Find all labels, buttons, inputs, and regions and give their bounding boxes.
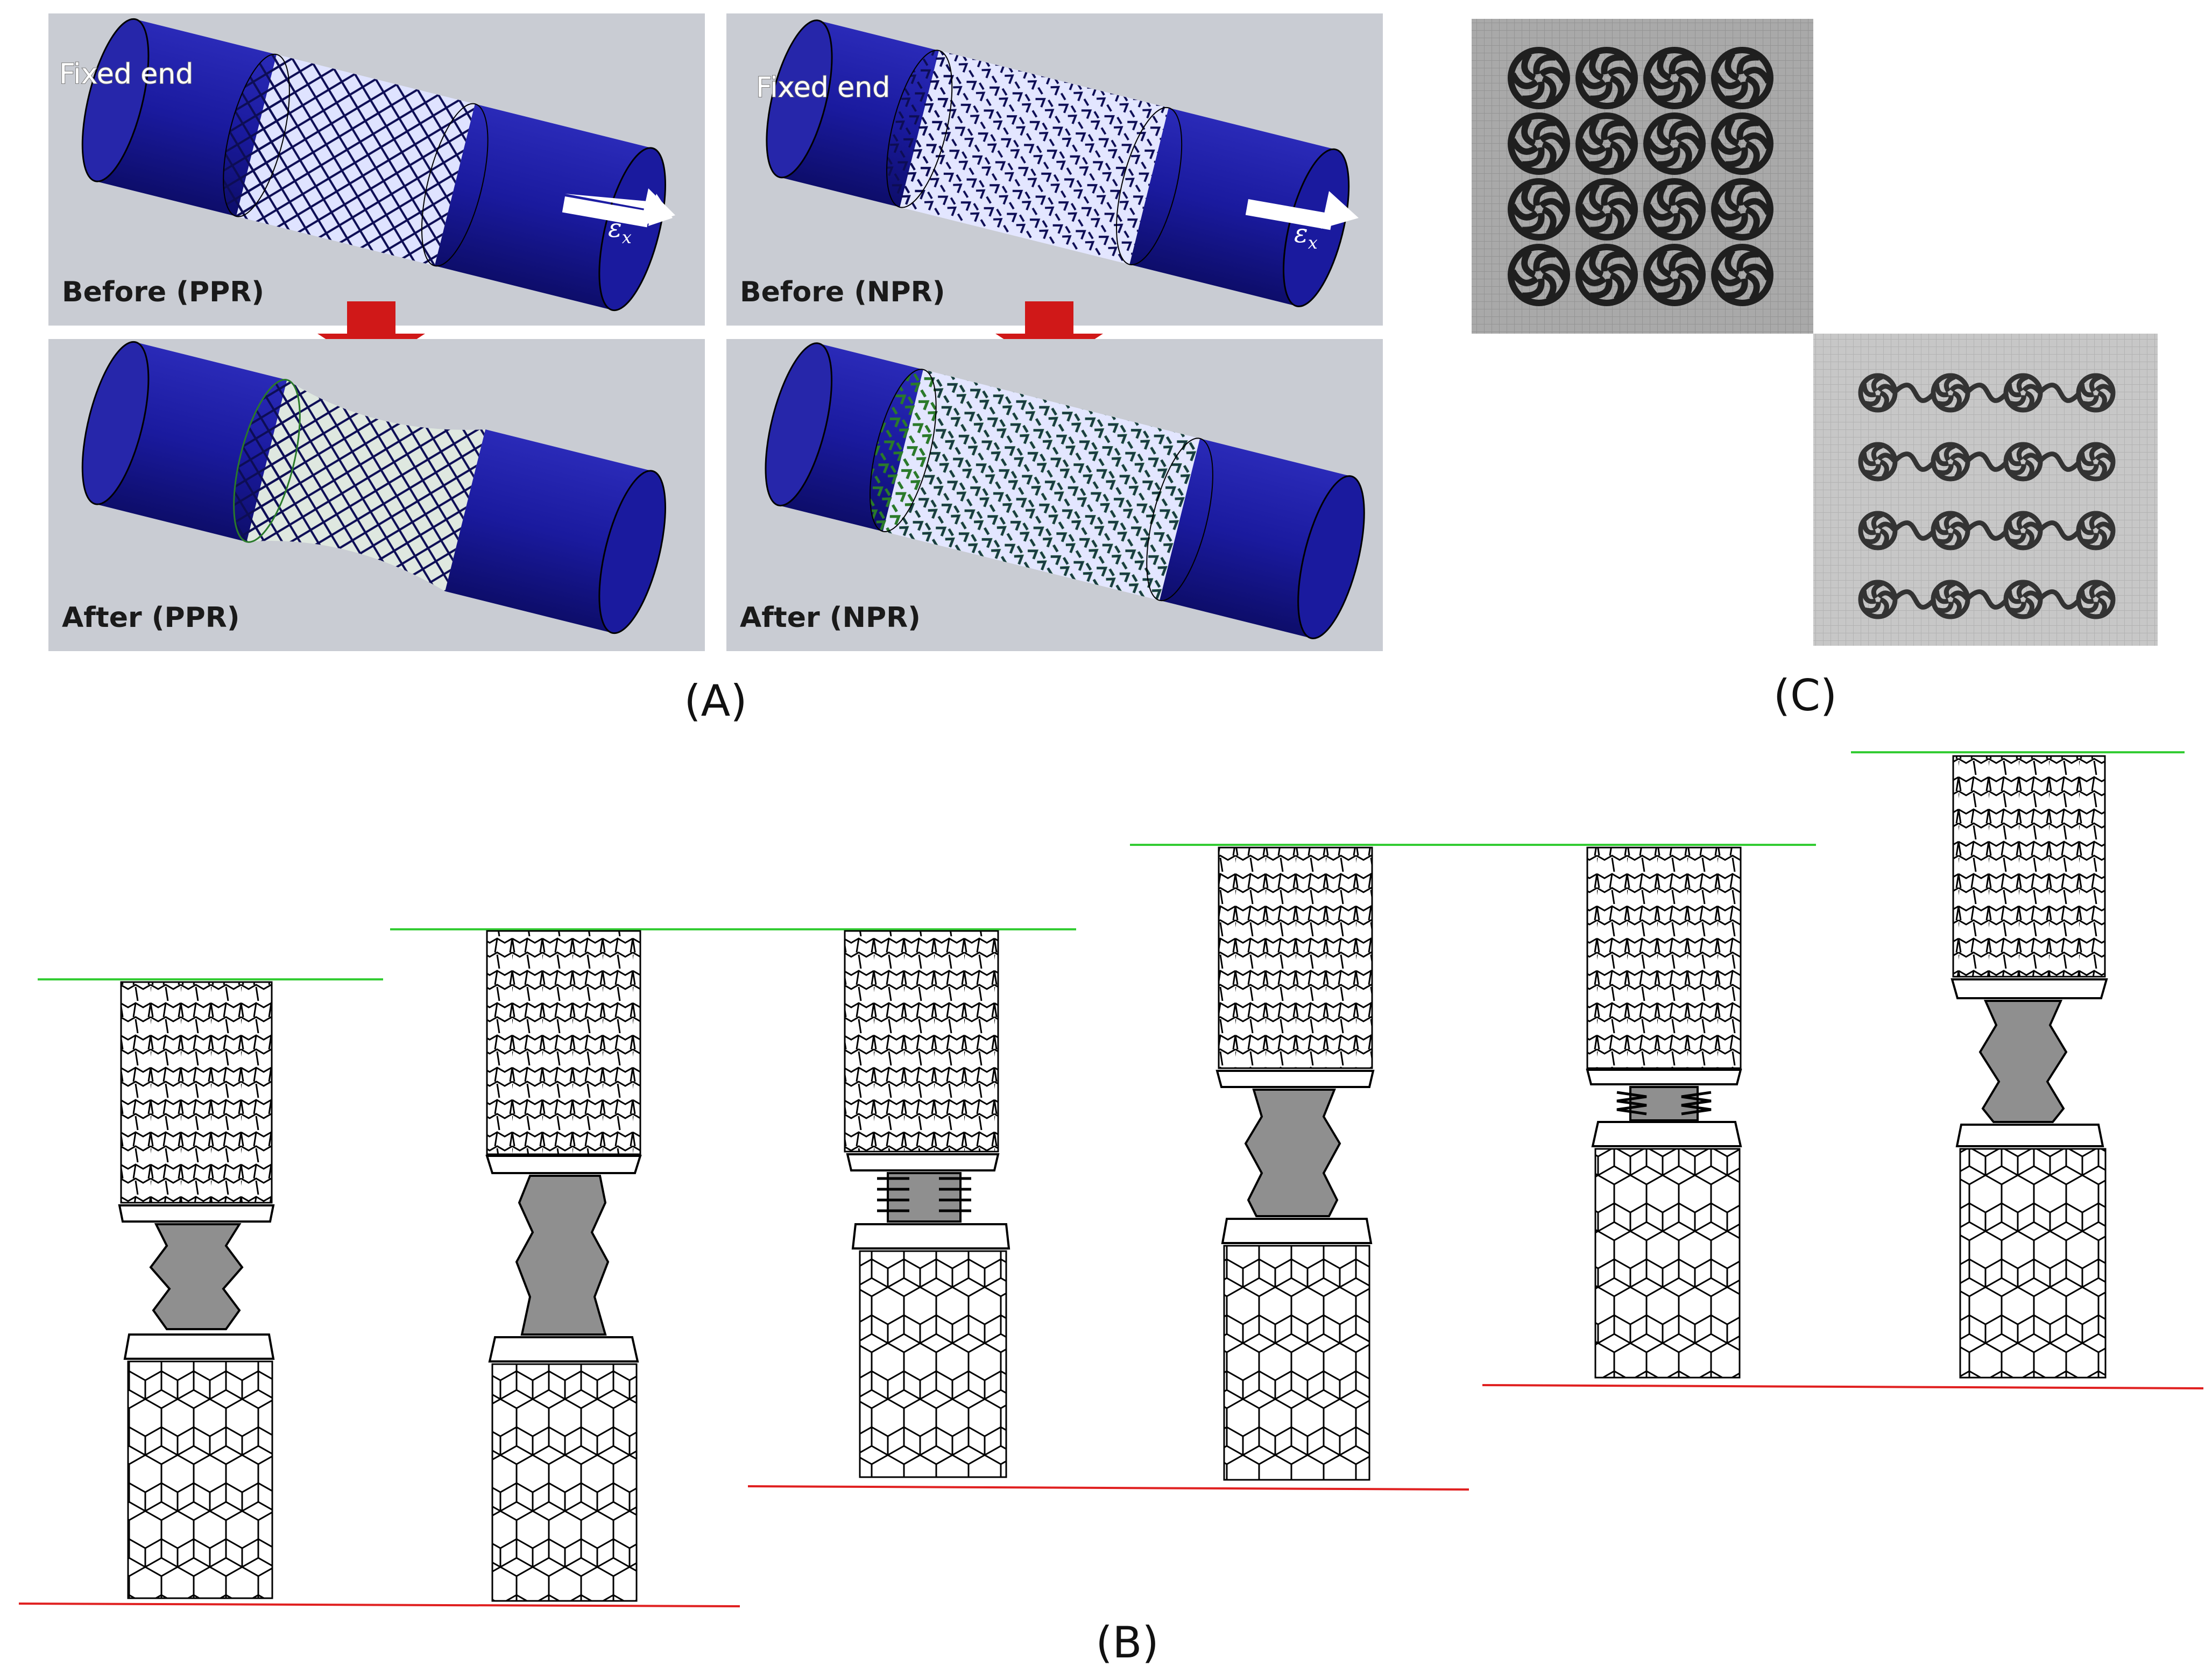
panel-a: Fixed end εx Before (PPR) Fixed end εx B… [48,13,1383,726]
spiral-cell-compact [1643,178,1706,241]
photo-compact-spiral-array [1472,19,1813,334]
before-npr-label: Before (NPR) [740,276,945,308]
strain-symbol-ppr: εx [608,213,632,248]
spiral-cell-compact [1575,47,1638,109]
panel-c: (C) [1472,19,2158,721]
spiral-cell-compact [1508,178,1570,241]
pane-after-npr: After (NPR) [726,339,1383,651]
spiral-cell-compact [1643,244,1706,306]
spiral-cell-compact [1711,112,1773,175]
spiral-cell-compact [1575,244,1638,306]
pane-before-ppr: Fixed end εx Before (PPR) [48,13,705,326]
spiral-link [2037,451,2082,472]
spiral-link [2037,520,2082,541]
bottom-line-3 [1482,1384,2204,1389]
stage-1 [118,981,275,1599]
spiral-cell-compact [1575,178,1638,241]
spiral-cell-compact [1508,244,1570,306]
spiral-link [1964,451,2009,472]
stage-5 [1586,846,1742,1379]
stage-4 [1215,846,1375,1481]
spiral-link [2037,383,2082,403]
spiral-cell-compact [1711,244,1773,306]
spiral-cell-compact [1508,47,1570,109]
caption-b: (B) [1096,1618,1158,1668]
spiral-cell-compact [1643,47,1706,109]
spiral-cell-compact [1711,178,1773,241]
spiral-link [1892,451,1937,472]
spiral-cell-compact [1643,112,1706,175]
pane-after-ppr: After (PPR) [48,339,705,651]
caption-c: (C) [1773,670,1837,721]
spiral-cell-compact [1575,112,1638,175]
after-ppr-label: After (PPR) [62,602,240,634]
after-npr-label: After (NPR) [740,602,921,634]
bottom-line-1 [18,1603,740,1607]
photo-expanded-spiral-array [1813,334,2158,646]
bottom-line-2 [747,1485,1469,1491]
spiral-link [1892,383,1937,403]
stage-3 [844,930,1010,1478]
spiral-link [1892,520,1937,541]
fixed-end-label-ppr: Fixed end [59,58,193,90]
stage-2 [485,930,642,1602]
pane-before-npr: Fixed end εx Before (NPR) [726,13,1383,326]
spiral-link [1964,520,2009,541]
spiral-cell-compact [1711,47,1773,109]
strain-symbol-npr: εx [1294,218,1318,253]
spiral-link [2037,589,2082,610]
fixed-end-label-npr: Fixed end [756,72,890,104]
stage-6 [1950,755,2108,1379]
spiral-cell-compact [1508,112,1570,175]
panel-b: (B) [18,751,2204,1668]
spiral-cell-expanded [2076,373,2116,413]
before-ppr-label: Before (PPR) [62,276,264,308]
spiral-link [1892,589,1937,610]
spiral-link [1964,589,2009,610]
caption-a: (A) [684,676,747,726]
spiral-link [1964,383,2009,403]
